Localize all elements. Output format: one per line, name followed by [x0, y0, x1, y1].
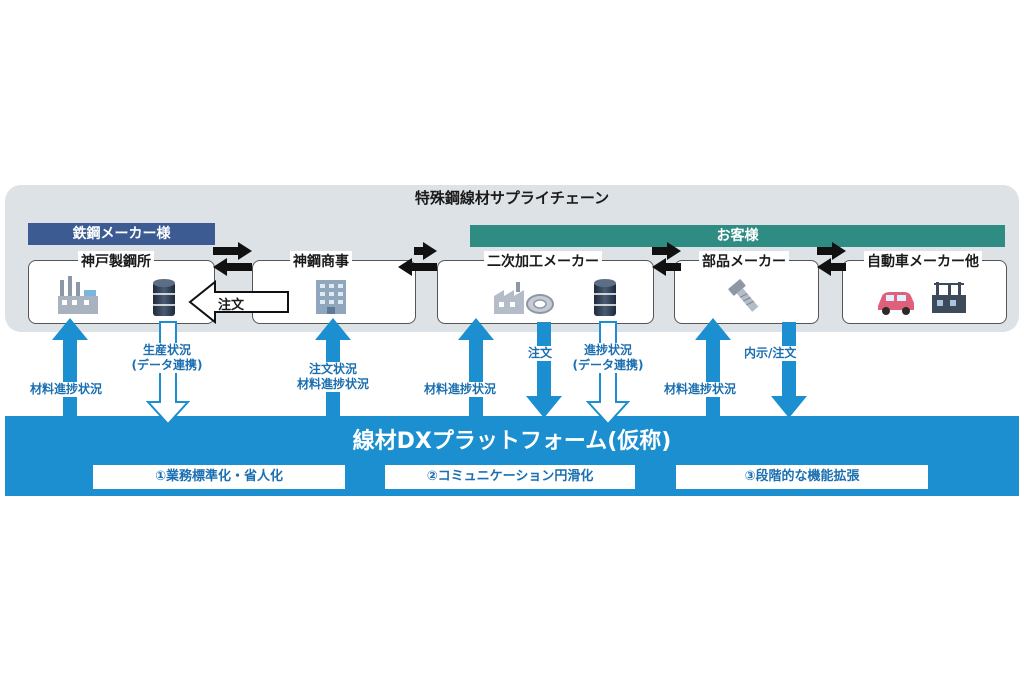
factory-icon-secondary: [494, 282, 524, 314]
down-arrow-kobe-data: [145, 321, 191, 426]
factory-icon: [58, 276, 98, 314]
flow-label-material-progress-secondary: 材料進捗状況: [424, 382, 497, 397]
flow-label-material-progress-kobe: 材料進捗状況: [30, 382, 103, 397]
wire-coil-icon: [526, 294, 554, 314]
order-arrow: [188, 279, 289, 325]
auto-maker-label: 自動車メーカー他: [864, 251, 982, 271]
database-icon-secondary: [594, 279, 616, 316]
up-arrow-parts: [695, 318, 731, 416]
bolt-icon: [728, 279, 759, 312]
up-arrow-kobe: [52, 318, 88, 416]
office-building-icon: [316, 280, 346, 314]
progress-status-line2: (データ連携): [572, 358, 644, 372]
parts-maker-label: 部品メーカー: [699, 251, 789, 271]
flow-label-progress-status: 進捗状況 (データ連携): [568, 343, 648, 373]
exchange-arrow-parts-auto: [817, 242, 846, 276]
up-arrow-secondary: [458, 318, 494, 416]
exchange-arrow-shinko-secondary: [398, 242, 437, 276]
feature-standardization: ①業務標準化・省人化: [93, 465, 345, 489]
secondary-processor-label: 二次加工メーカー: [484, 251, 602, 271]
diagram-title: 特殊鋼線材サプライチェーン: [414, 189, 610, 207]
shinko-shoji-label: 神鋼商事: [290, 251, 352, 271]
flow-label-production-status: 生産状況 (データ連携): [130, 343, 204, 373]
car-icon: [878, 292, 914, 315]
flow-label-naiji-order: 内示/注文: [744, 346, 797, 361]
customer-group-header: お客様: [470, 225, 1005, 247]
down-arrow-secondary-order: [526, 322, 562, 418]
down-arrow-parts-order: [771, 322, 807, 418]
production-status-line2: (データ連携): [131, 358, 203, 372]
flow-label-material-progress-parts: 材料進捗状況: [664, 382, 737, 397]
progress-status-line1: 進捗状況: [583, 343, 632, 357]
production-status-line1: 生産状況: [142, 343, 191, 357]
kobe-steel-label: 神戸製鋼所: [78, 251, 154, 271]
down-arrow-secondary-data: [585, 321, 631, 426]
machinery-icon: [932, 282, 966, 313]
feature-communication: ②コミュニケーション円滑化: [385, 465, 635, 489]
order-status-line2: 材料進捗状況: [296, 377, 369, 391]
order-status-line1: 注文状況: [308, 362, 357, 376]
steel-maker-group-header: 鉄鋼メーカー様: [28, 223, 215, 245]
flow-label-order-secondary: 注文: [528, 346, 553, 361]
exchange-arrow-secondary-parts: [652, 242, 681, 276]
feature-expansion: ③段階的な機能拡張: [676, 465, 928, 489]
flow-label-order-status: 注文状況 材料進捗状況: [283, 362, 383, 392]
exchange-arrow-kobe-shinko: [213, 242, 252, 276]
platform-title: 線材DXプラットフォーム(仮称): [352, 429, 672, 454]
order-arrow-label: 注文: [218, 298, 245, 313]
database-icon-kobe: [153, 279, 175, 316]
